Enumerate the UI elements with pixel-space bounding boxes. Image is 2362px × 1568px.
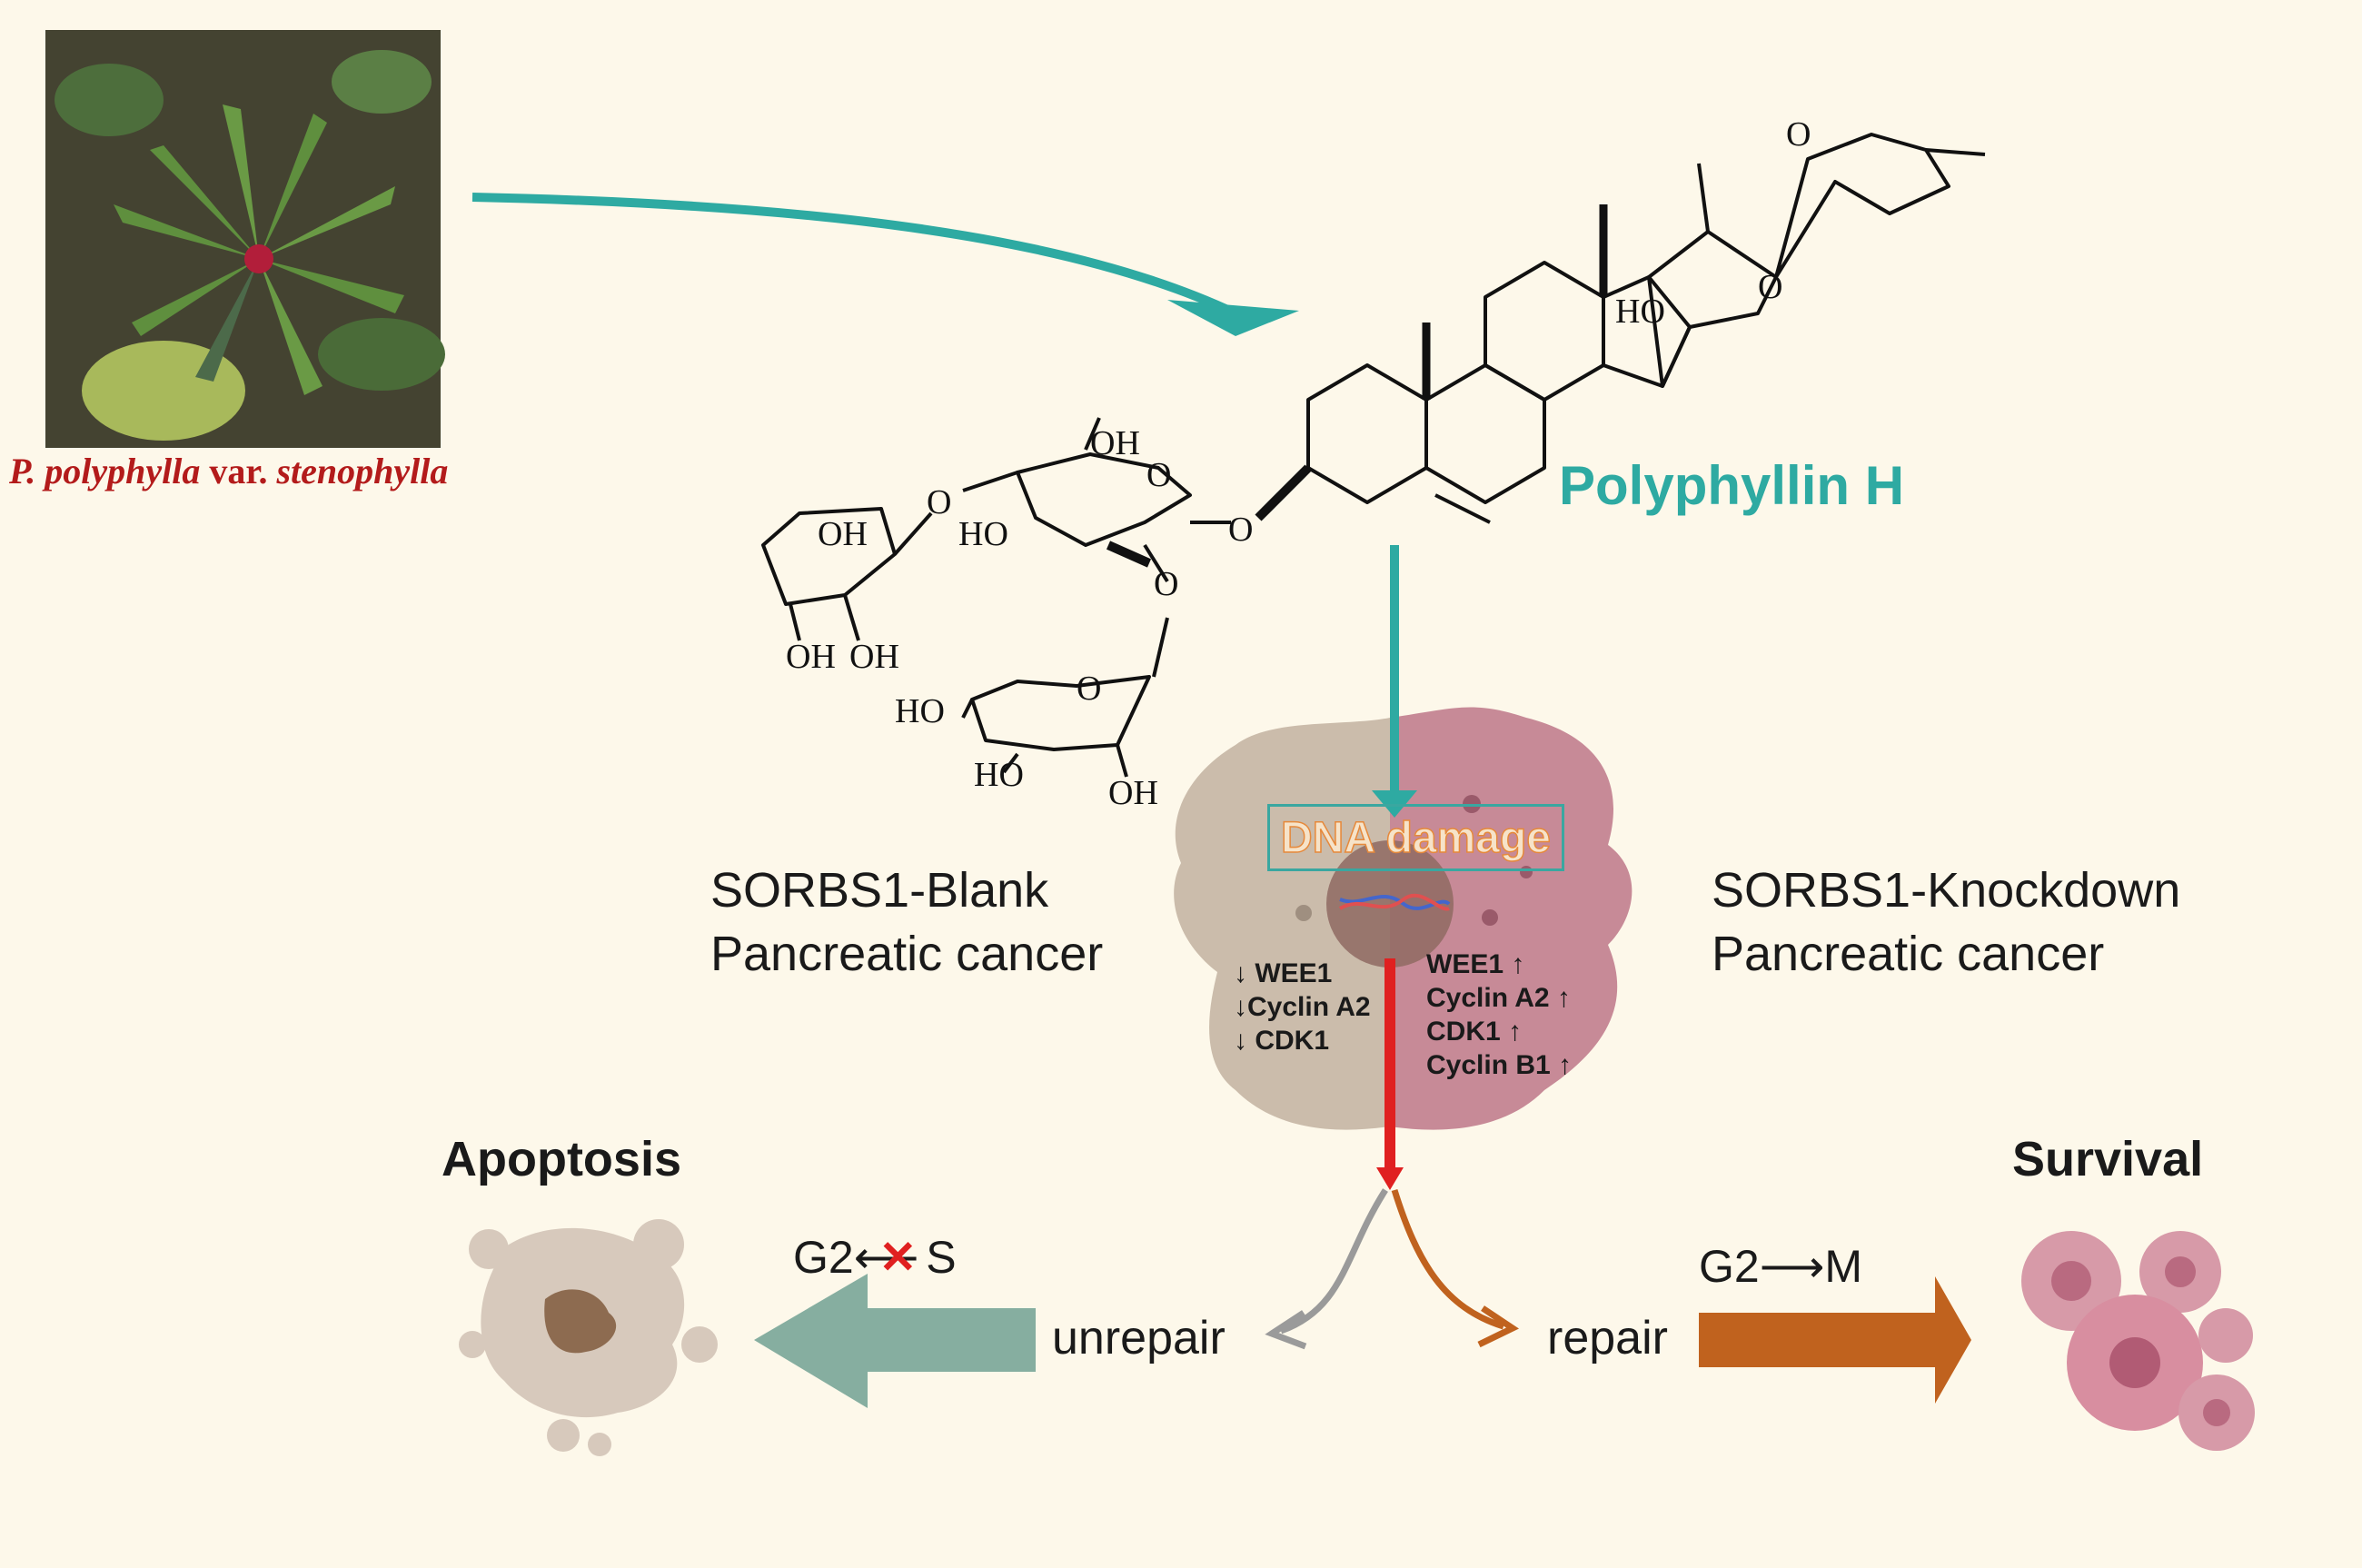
condition-knockdown-line1: SORBS1-Knockdown — [1712, 863, 2181, 918]
outcome-survival: Survival — [2012, 1132, 2204, 1186]
apoptosis-arrow — [754, 1274, 1036, 1408]
marker-item: Cyclin A2 ↑ — [1426, 983, 1571, 1013]
process-repair: repair — [1547, 1312, 1668, 1365]
plant-photo — [45, 30, 445, 448]
plant-to-compound-arrow — [471, 193, 1238, 318]
atom-label: O — [1228, 511, 1253, 549]
cancer-cell — [1174, 707, 1633, 1130]
atom-label: O — [1146, 456, 1171, 494]
block-cross-icon: ✕ — [878, 1232, 918, 1283]
atom-label: O — [927, 483, 951, 521]
condition-blank-line1: SORBS1-Blank — [710, 863, 1049, 918]
plant-to-compound-arrowhead — [1167, 300, 1299, 336]
atom-label: OH — [849, 638, 899, 676]
transition-from: G2 — [793, 1232, 854, 1283]
atom-label: O — [1786, 115, 1811, 154]
atom-label: OH — [818, 515, 868, 553]
condition-knockdown-line2: Pancreatic cancer — [1712, 927, 2105, 981]
marker-item: ↓ WEE1 — [1234, 958, 1333, 988]
transition-to: S — [926, 1232, 957, 1283]
apoptotic-cell-icon — [459, 1219, 718, 1456]
atom-labels: O O HO OH O O OH HO O OH OH O HO O HO OH — [786, 115, 1811, 812]
atom-label: O — [1154, 565, 1178, 603]
plant-genus: P. polyphylla — [9, 451, 201, 491]
left-arrow-glyph: ⟵ — [853, 1232, 919, 1283]
repair-branch-arrow — [1391, 1188, 1505, 1330]
plant-caption: P. polyphylla var. stenophylla — [9, 450, 448, 492]
atom-label: O — [1077, 670, 1101, 708]
marker-item: ↓Cyclin A2 — [1234, 992, 1371, 1022]
plant-species: stenophylla — [276, 451, 449, 491]
marker-item: CDK1 ↑ — [1426, 1017, 1523, 1047]
damage-stem-head — [1376, 1167, 1404, 1190]
marker-item: Cyclin B1 ↑ — [1426, 1050, 1573, 1080]
condition-blank: SORBS1-Blank Pancreatic cancer — [710, 858, 1103, 986]
transition-blocked: G2⟵✕S — [793, 1231, 957, 1284]
plant-var-label: var. — [200, 451, 277, 491]
markers-blank: ↓ WEE1 ↓Cyclin A2 ↓ CDK1 — [1234, 957, 1371, 1057]
transition-from: G2 — [1699, 1241, 1760, 1292]
atom-label: HO — [958, 515, 1008, 553]
marker-item: WEE1 ↑ — [1426, 949, 1525, 979]
transition-to: M — [1824, 1241, 1863, 1292]
condition-knockdown: SORBS1-Knockdown Pancreatic cancer — [1712, 858, 2180, 986]
atom-label: HO — [974, 756, 1024, 794]
survival-arrow — [1699, 1276, 1971, 1404]
surviving-cells-icon — [2021, 1231, 2255, 1451]
polyphyllin-h-structure — [761, 133, 1986, 778]
unrepair-branch-arrow — [1279, 1188, 1388, 1335]
repair-branch-head — [1477, 1305, 1520, 1348]
atom-label: HO — [895, 692, 945, 730]
compound-name: Polyphyllin H — [1559, 455, 1905, 516]
marker-item: ↓ CDK1 — [1234, 1026, 1330, 1056]
unrepair-branch-head — [1265, 1310, 1307, 1350]
dna-damage-box: DNA damage — [1267, 804, 1564, 871]
transition-progress: G2⟶M — [1699, 1240, 1862, 1293]
right-arrow-glyph: ⟶ — [1759, 1241, 1825, 1292]
condition-blank-line2: Pancreatic cancer — [710, 927, 1104, 981]
process-unrepair: unrepair — [1052, 1312, 1226, 1365]
markers-knockdown: WEE1 ↑ Cyclin A2 ↑ CDK1 ↑ Cyclin B1 ↑ — [1426, 948, 1572, 1082]
outcome-apoptosis: Apoptosis — [442, 1132, 681, 1186]
atom-label: OH — [786, 638, 836, 676]
atom-label: O — [1758, 268, 1782, 306]
atom-label: HO — [1615, 293, 1665, 331]
atom-label: OH — [1108, 774, 1158, 812]
atom-label: OH — [1090, 424, 1140, 462]
